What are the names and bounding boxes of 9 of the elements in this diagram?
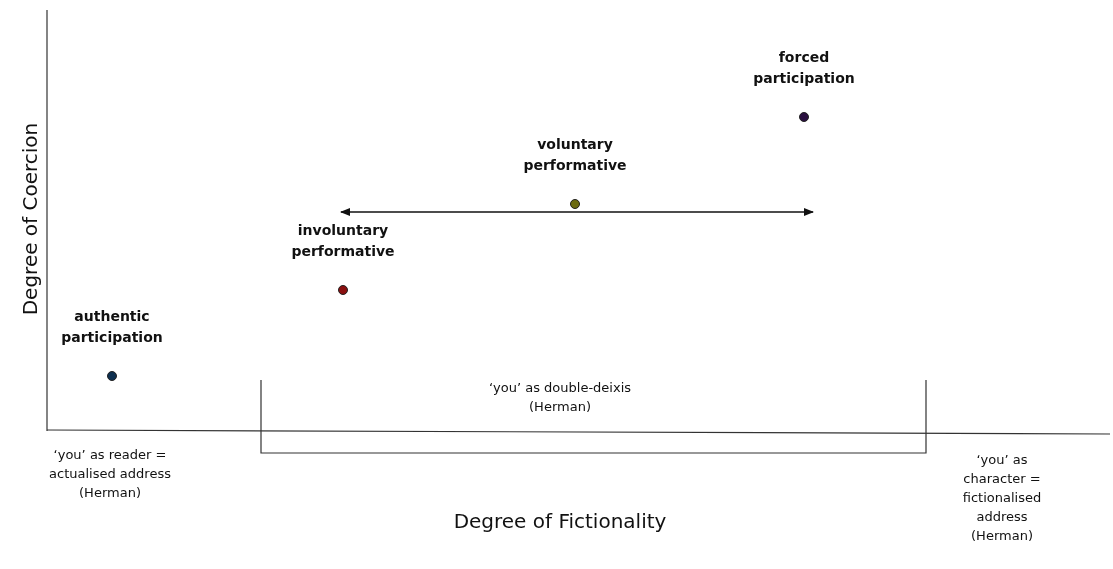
point-label: authentic participation — [60, 307, 164, 347]
point-label: voluntary performative — [522, 135, 628, 175]
point-label: involuntary performative — [290, 221, 396, 261]
axis-label: Degree of Coercion — [17, 121, 43, 318]
axis-end-label: ‘you’ as reader = actualised address (Herman) — [48, 446, 172, 502]
bracket-label: ‘you’ as double-deixis (Herman) — [487, 379, 633, 416]
point-label: forced participation — [752, 48, 856, 88]
axis-label: Degree of Fictionality — [452, 508, 668, 535]
axis-end-label: ‘you’ as character = fictionalised address (Herman) — [961, 451, 1043, 545]
